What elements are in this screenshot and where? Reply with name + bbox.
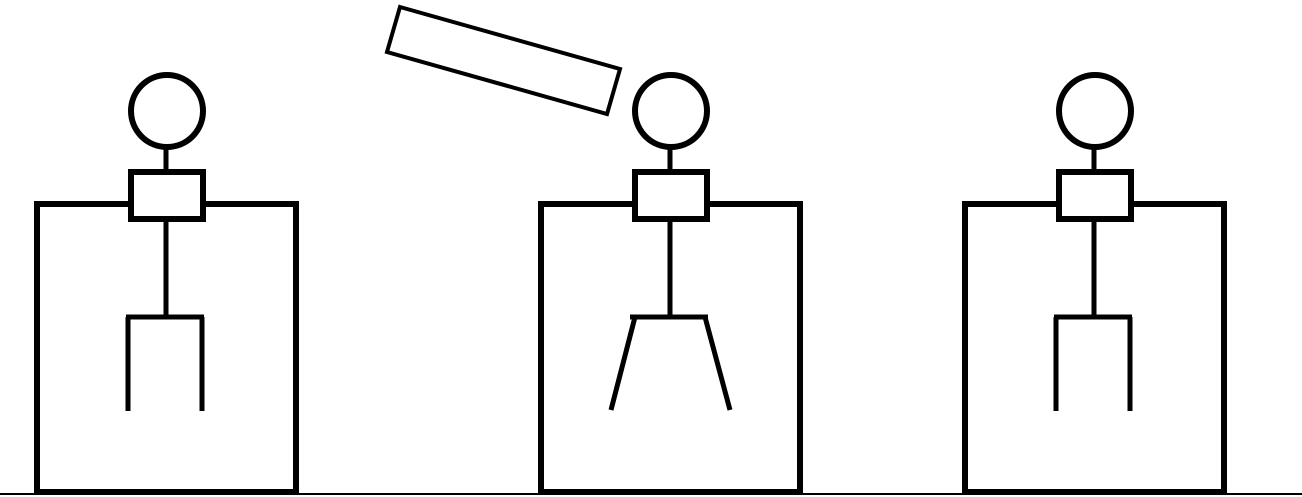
chest-block: [128, 169, 206, 222]
tilted-plank: [384, 4, 623, 117]
head-circle: [632, 72, 710, 150]
stick-figure-right: [962, 72, 1227, 495]
right-leg-line: [702, 316, 733, 411]
figures-layer: [34, 72, 1227, 495]
left-leg-line: [608, 316, 638, 411]
stick-figure-middle: [538, 72, 803, 495]
stick-figure-left: [34, 72, 299, 495]
chest-block: [1056, 169, 1134, 222]
plank-layer: [384, 4, 623, 117]
head-circle: [128, 72, 206, 150]
head-circle: [1056, 72, 1134, 150]
chest-block: [632, 169, 710, 222]
